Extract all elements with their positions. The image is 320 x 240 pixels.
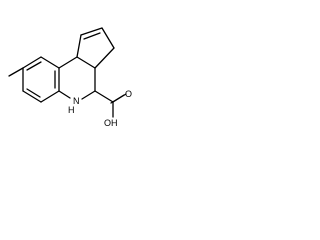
bond-ar-1-inner: [26, 61, 42, 71]
bond-c4-n: [81, 90, 96, 100]
bond-c2-c3-inner: [83, 32, 101, 40]
bond-ar-1: [22, 56, 42, 69]
bond-lines: [8, 27, 127, 118]
bond-c4-cacid: [94, 90, 114, 103]
bond-ar-4: [40, 90, 60, 103]
hydroxyl-label: OH: [104, 118, 118, 128]
bond-c1-c3a: [76, 56, 96, 69]
bond-ar-5: [22, 90, 42, 103]
nitrogen-label: N: [73, 96, 80, 106]
bond-c9b-c1: [58, 56, 78, 69]
bond-ar-5-inner: [26, 88, 41, 98]
carbonyl-oxygen-label: O: [125, 89, 132, 99]
bond-c3-c4p: [101, 27, 115, 49]
bond-c1-c2: [76, 34, 82, 58]
nitrogen-hydrogen-label: H: [68, 105, 75, 115]
bond-n-c5a: [58, 90, 71, 99]
structure-diagram: N H OH O: [8, 27, 132, 128]
atom-labels: N H OH O: [68, 89, 132, 128]
bond-methyl: [8, 67, 24, 77]
bond-c4p-c3a: [94, 47, 115, 69]
bond-c2-c3: [80, 27, 103, 36]
bond-ar-2: [40, 56, 60, 69]
